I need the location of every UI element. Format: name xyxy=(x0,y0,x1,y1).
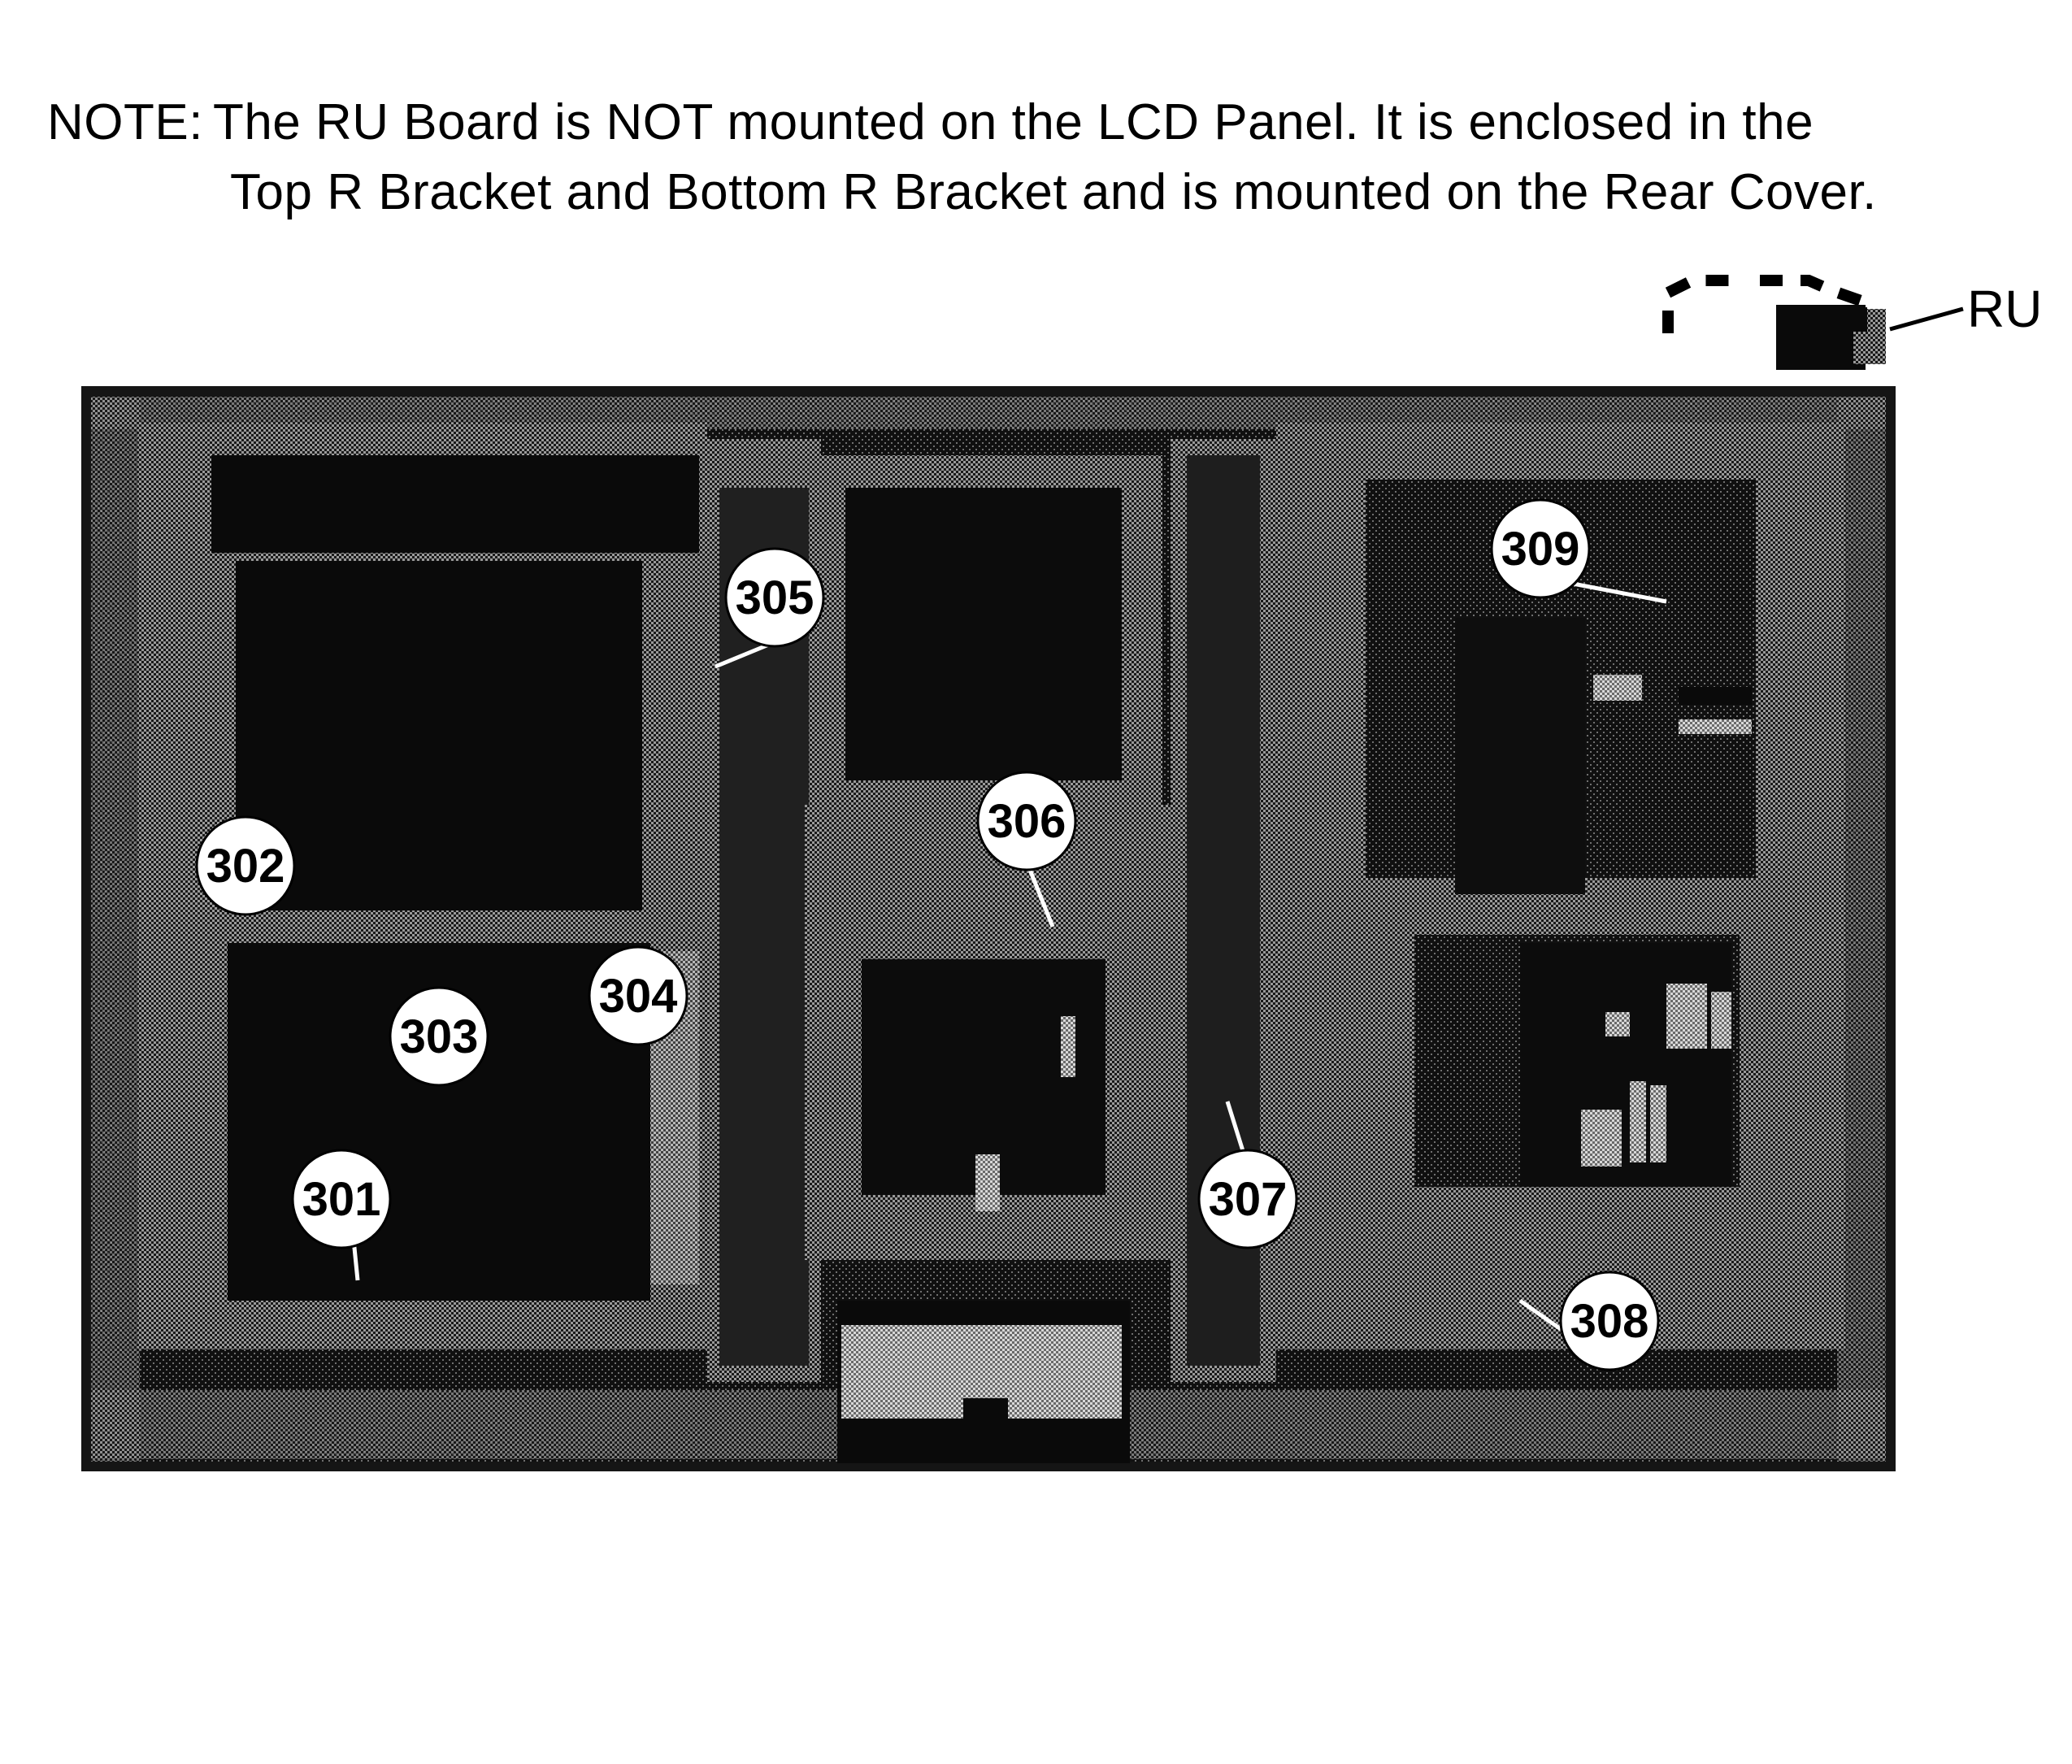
svg-text:301: 301 xyxy=(302,1173,381,1226)
note-prefix: NOTE: xyxy=(47,94,203,150)
svg-text:303: 303 xyxy=(400,1010,479,1063)
svg-text:302: 302 xyxy=(206,840,285,893)
callout-306: 306 xyxy=(976,771,1077,871)
lcd-panel xyxy=(81,386,1896,1471)
note-text: NOTE:The RU Board is NOT mounted on the … xyxy=(47,88,1877,228)
callout-307: 307 xyxy=(1197,1149,1298,1249)
callout-309: 309 xyxy=(1490,498,1591,599)
callouts: 305 306 309 302 303 304 301 307 xyxy=(195,498,1660,1371)
ru-label: RU xyxy=(1967,280,2042,338)
svg-text:304: 304 xyxy=(599,970,678,1023)
note-line-2: Top R Bracket and Bottom R Bracket and i… xyxy=(230,164,1877,220)
callout-308: 308 xyxy=(1559,1271,1660,1371)
svg-text:309: 309 xyxy=(1501,523,1580,576)
callout-301: 301 xyxy=(291,1149,392,1249)
note-line-1: The RU Board is NOT mounted on the LCD P… xyxy=(212,94,1814,150)
svg-text:308: 308 xyxy=(1570,1295,1649,1348)
callout-304: 304 xyxy=(588,945,688,1046)
svg-text:305: 305 xyxy=(736,571,814,624)
callout-303: 303 xyxy=(389,986,489,1087)
callout-305: 305 xyxy=(724,547,825,648)
callout-302: 302 xyxy=(195,815,296,916)
ru-board: RU xyxy=(1662,275,2042,370)
svg-text:307: 307 xyxy=(1209,1173,1288,1226)
svg-text:306: 306 xyxy=(988,795,1066,848)
